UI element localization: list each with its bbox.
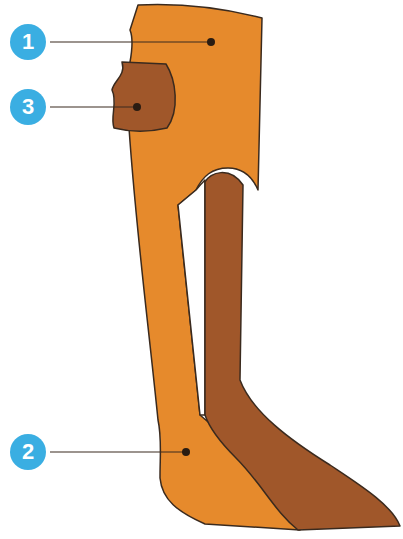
leader-line — [50, 451, 186, 452]
leader-line — [50, 106, 137, 107]
callout-number: 1 — [10, 24, 46, 60]
leader-dot — [182, 448, 190, 456]
leader-dot — [207, 38, 215, 46]
callout-number: 2 — [10, 434, 46, 470]
window-gap — [178, 180, 205, 415]
anterior-strap — [205, 173, 400, 530]
leader-line — [50, 41, 211, 42]
callout-number: 3 — [10, 89, 46, 125]
leader-dot — [133, 103, 141, 111]
padding — [112, 62, 175, 131]
